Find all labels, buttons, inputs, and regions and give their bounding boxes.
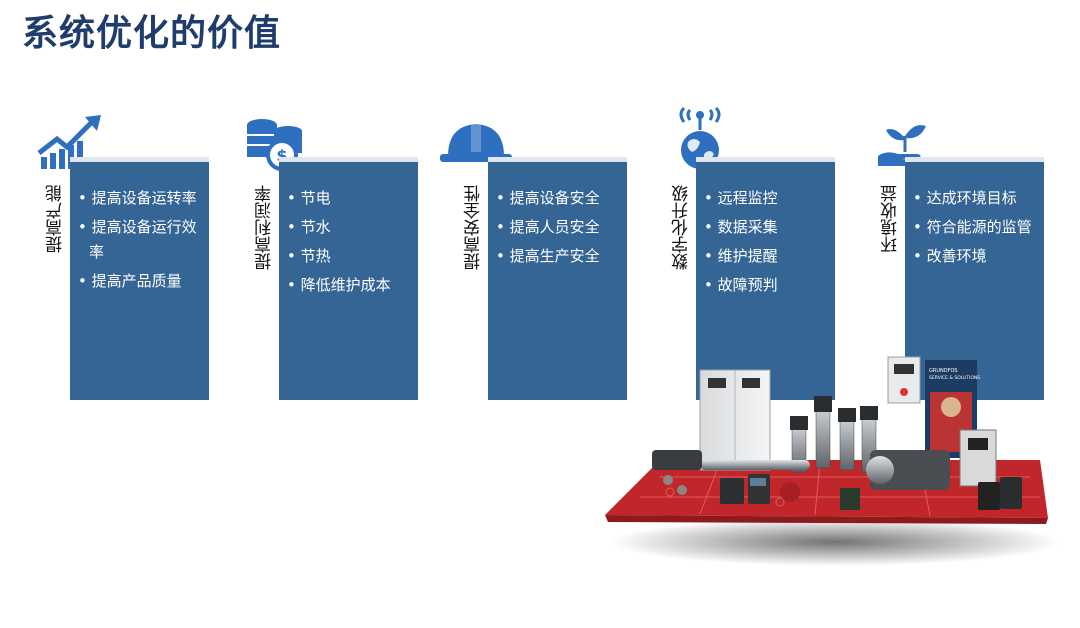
list-item: 远程监控 bbox=[704, 186, 825, 211]
list-item: 提高生产安全 bbox=[496, 244, 617, 269]
svg-text:$: $ bbox=[276, 146, 287, 165]
brochure-line2: SERVICE & SOLUTIONS bbox=[929, 375, 980, 381]
hard-hat-icon bbox=[440, 122, 512, 162]
brochure-line1: GRUNDFOS bbox=[929, 368, 958, 374]
list-item: 提高设备运行效率 bbox=[78, 215, 199, 265]
list-item: 故障预判 bbox=[704, 273, 825, 298]
list-item: 维护提醒 bbox=[704, 244, 825, 269]
list-item: 改善环境 bbox=[913, 244, 1034, 269]
list-item: 达成环境目标 bbox=[913, 186, 1034, 211]
list-item: 提高设备运转率 bbox=[78, 186, 199, 211]
list-item: 节热 bbox=[287, 244, 408, 269]
list-item: 节水 bbox=[287, 215, 408, 240]
card-safety: 提高设备安全 提高人员安全 提高生产安全 bbox=[488, 157, 627, 400]
card-digital: 远程监控 数据采集 维护提醒 故障预判 bbox=[696, 157, 835, 400]
card-label-capacity: 提高产能 bbox=[46, 185, 66, 253]
page-title: 系统优化的价值 bbox=[22, 13, 282, 54]
list-item: 符合能源的监管 bbox=[913, 215, 1034, 240]
pump-equipment-image: GRUNDFOS SERVICE & SOLUTIONS bbox=[605, 356, 1060, 566]
card-capacity: 提高设备运转率 提高设备运行效率 提高产品质量 bbox=[70, 157, 209, 400]
card-label-profit: 提高利润率 bbox=[255, 185, 275, 270]
card-label-environment: 环境收益 bbox=[881, 185, 901, 253]
card-profit: 节电 节水 节热 降低维护成本 bbox=[279, 157, 418, 400]
card-environment: 达成环境目标 符合能源的监管 改善环境 bbox=[905, 157, 1044, 400]
list-item: 数据采集 bbox=[704, 215, 825, 240]
card-label-safety: 提高安全性 bbox=[464, 185, 484, 270]
coins-icon: $ bbox=[247, 119, 302, 171]
list-item: 提高产品质量 bbox=[78, 269, 199, 294]
list-item: 提高人员安全 bbox=[496, 215, 617, 240]
list-item: 降低维护成本 bbox=[287, 273, 408, 298]
list-item: 节电 bbox=[287, 186, 408, 211]
list-item: 提高设备安全 bbox=[496, 186, 617, 211]
card-label-digital: 数字化升级 bbox=[672, 185, 692, 270]
